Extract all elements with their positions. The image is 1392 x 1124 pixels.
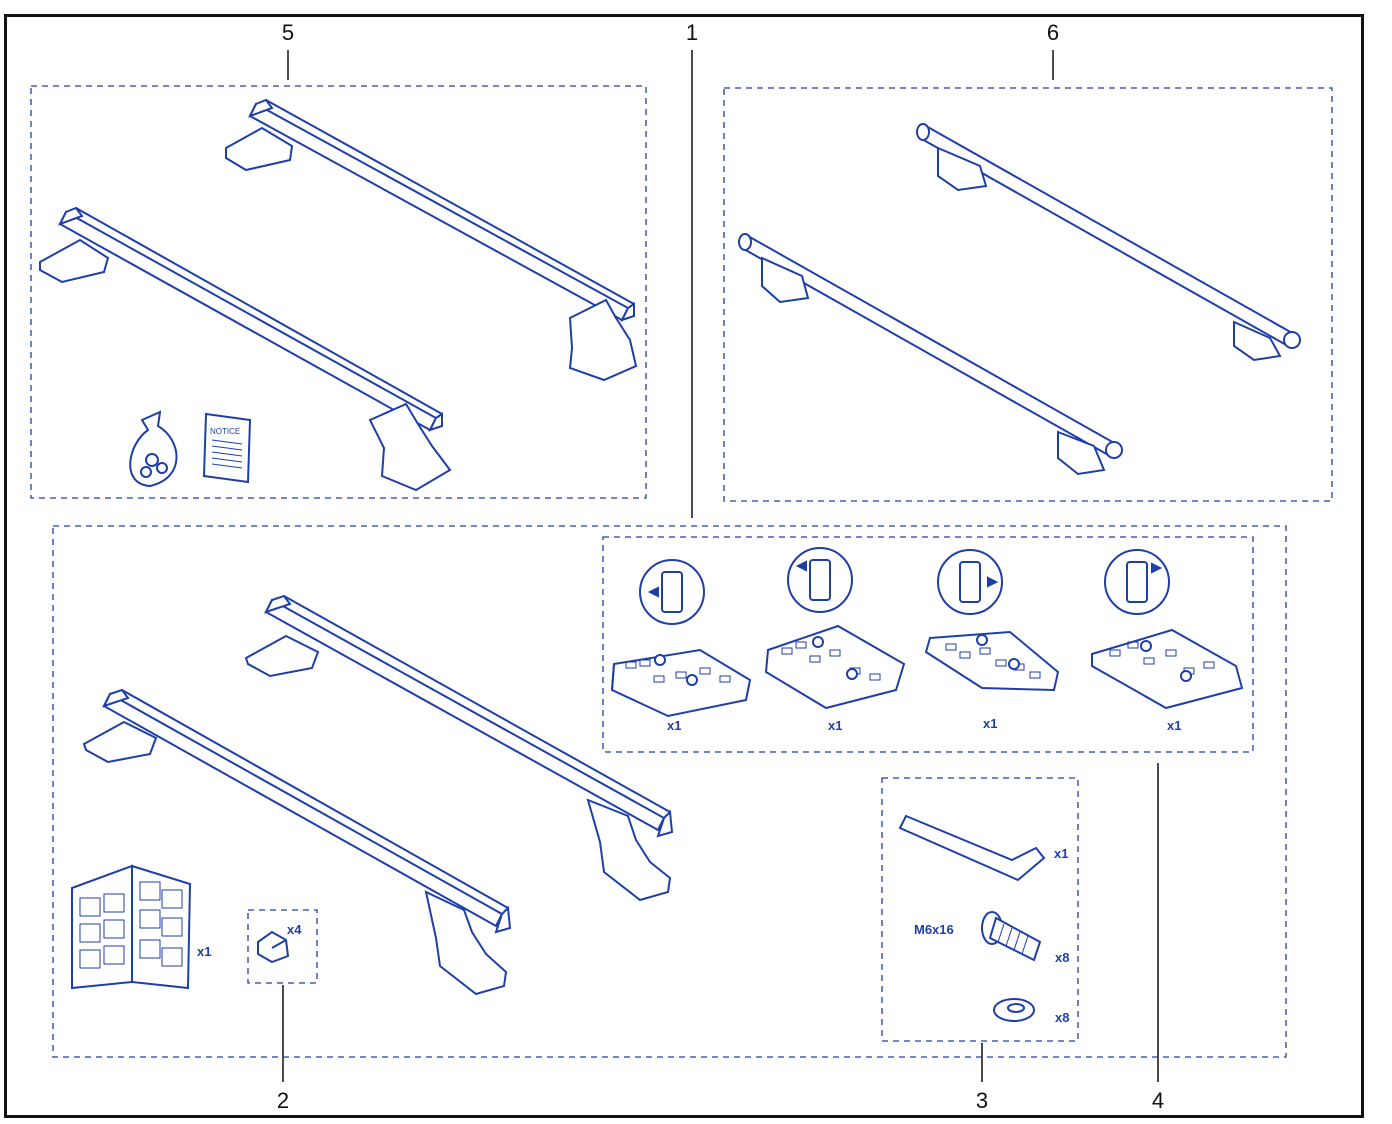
fitting-pad-b xyxy=(764,547,906,710)
group-box-4 xyxy=(602,536,1254,753)
callout-3: 3 xyxy=(975,1088,989,1113)
group-box-6 xyxy=(723,87,1333,502)
screw-spec-label: M6x16 xyxy=(914,922,954,937)
allen-key-icon xyxy=(898,814,1046,882)
round-roof-bar-front xyxy=(738,233,1123,476)
fitting-pad-a xyxy=(610,559,752,718)
qty-washers: x8 xyxy=(1055,1010,1070,1025)
callout-5: 5 xyxy=(281,20,295,45)
callout-4: 4 xyxy=(1151,1088,1165,1113)
clamp-roof-bar-rear xyxy=(244,594,674,902)
qty-pad-a: x1 xyxy=(667,718,682,733)
clamp-roof-bar-front xyxy=(82,688,512,996)
qty-pad-c: x1 xyxy=(983,716,998,731)
callout-6: 6 xyxy=(1046,20,1060,45)
fitting-pad-c xyxy=(924,549,1060,692)
qty-end-caps: x4 xyxy=(287,922,302,937)
square-roof-bar-front xyxy=(39,206,452,492)
qty-screws: x8 xyxy=(1055,950,1070,965)
leader-lines xyxy=(282,50,1159,1082)
notice-label: NOTICE xyxy=(210,427,240,436)
callout-2: 2 xyxy=(276,1088,290,1113)
end-cap-icon xyxy=(257,930,290,964)
group-box-3 xyxy=(881,777,1079,1042)
qty-manual: x1 xyxy=(197,944,212,959)
qty-allen-key: x1 xyxy=(1054,846,1069,861)
hardware-bag-icon xyxy=(129,410,178,488)
round-roof-bar-rear xyxy=(916,123,1301,362)
notice-booklet-icon: NOTICE xyxy=(202,412,252,484)
fitting-pad-d xyxy=(1091,549,1244,710)
group-box-2 xyxy=(247,909,318,984)
installation-manual-icon xyxy=(71,864,192,990)
group-box-5 xyxy=(30,85,647,499)
qty-pad-b: x1 xyxy=(828,718,843,733)
washer-icon xyxy=(993,998,1035,1022)
diagram-frame xyxy=(4,14,1364,1118)
square-roof-bar-rear xyxy=(225,98,638,382)
group-box-1 xyxy=(52,525,1287,1058)
bolt-icon xyxy=(981,911,1042,962)
callout-1: 1 xyxy=(685,20,699,45)
qty-pad-d: x1 xyxy=(1167,718,1182,733)
